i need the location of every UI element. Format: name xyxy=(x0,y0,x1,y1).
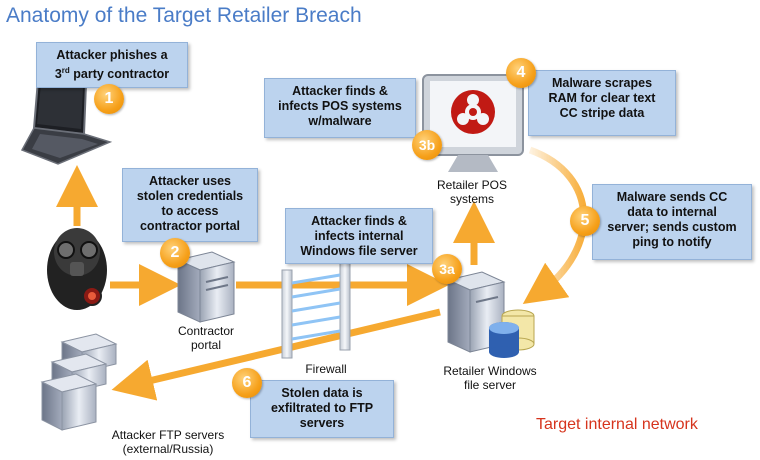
step-5-callout: Malware sends CC data to internal server… xyxy=(592,184,752,260)
monitor-biohazard-icon xyxy=(422,74,524,172)
contractor-label-line: Contractor xyxy=(177,324,235,338)
step-2-line: stolen credentials xyxy=(136,189,244,203)
step-1-text-a: Attacker phishes a xyxy=(56,48,168,62)
step-3b-line: Attacker finds & xyxy=(292,84,388,98)
attacker-gasmask-icon xyxy=(47,228,107,310)
step-6-line: servers xyxy=(299,416,345,430)
firewall-label: Firewall xyxy=(305,362,347,376)
fileserver-label-line: Retailer Windows xyxy=(443,364,537,378)
step-3b-badge: 3b xyxy=(412,130,442,160)
ftp-label: Attacker FTP servers (external/Russia) xyxy=(100,428,236,456)
ftp-label-line: Attacker FTP servers xyxy=(111,428,225,442)
step-5-line: ping to notify xyxy=(632,235,712,249)
pos-label-line: Retailer POS xyxy=(436,178,508,192)
ftp-server-icon xyxy=(40,333,118,431)
database-icon xyxy=(489,309,535,358)
step-1-badge: 1 xyxy=(94,84,124,114)
step-6-badge: 6 xyxy=(232,368,262,398)
pos-label: Retailer POS systems xyxy=(416,178,528,206)
step-5-line: server; sends custom xyxy=(607,220,737,234)
step-1-text-b: 3rd party contractor xyxy=(43,63,181,82)
step-1-ordinal: 3 xyxy=(54,67,62,82)
step-2-callout: Attacker uses stolen credentials to acce… xyxy=(122,168,258,242)
step-4-badge: 4 xyxy=(506,58,536,88)
step-3a-line: infects internal xyxy=(314,229,404,243)
step-3a-callout: Attacker finds & infects internal Window… xyxy=(285,208,433,264)
step-6-callout: Stolen data is exfiltrated to FTP server… xyxy=(250,380,394,438)
contractor-server-icon xyxy=(176,251,236,323)
step-3a-line: Windows file server xyxy=(300,244,418,258)
step-4-line: CC stripe data xyxy=(559,106,645,120)
step-4-callout: Malware scrapes RAM for clear text CC st… xyxy=(528,70,676,136)
step-5-line: data to internal xyxy=(627,205,717,219)
step-3a-line: Attacker finds & xyxy=(311,214,407,228)
step-5-badge: 5 xyxy=(570,206,600,236)
step-3a-badge: 3a xyxy=(432,254,462,284)
step-3b-callout: Attacker finds & infects POS systems w/m… xyxy=(264,78,416,138)
step-1-callout: Attacker phishes a 3rd party contractor xyxy=(36,42,188,88)
step-6-line: Stolen data is xyxy=(281,386,363,400)
laptop-icon xyxy=(20,78,113,165)
step-1-ordinal-suffix: rd xyxy=(61,66,70,75)
step-5-line: Malware sends CC xyxy=(616,190,728,204)
step-6-line: exfiltrated to FTP xyxy=(270,401,374,415)
contractor-label: Contractor portal xyxy=(166,324,246,352)
fileserver-label: Retailer Windows file server xyxy=(430,364,550,392)
pos-label-line: systems xyxy=(449,192,494,206)
fileserver-label-line: file server xyxy=(463,378,516,392)
step-2-badge: 2 xyxy=(160,238,190,268)
ftp-label-line: (external/Russia) xyxy=(122,442,214,456)
step-3b-line: infects POS systems xyxy=(278,99,402,113)
step-4-line: Malware scrapes xyxy=(551,76,653,90)
page-title: Anatomy of the Target Retailer Breach xyxy=(6,4,362,27)
step-2-line: contractor portal xyxy=(139,219,240,233)
contractor-label-line: portal xyxy=(190,338,222,352)
step-3b-line: w/malware xyxy=(308,114,372,128)
step-4-line: RAM for clear text xyxy=(548,91,656,105)
step-2-line: Attacker uses xyxy=(149,174,231,188)
step-1-rest: party contractor xyxy=(69,67,170,82)
network-label: Target internal network xyxy=(536,416,698,433)
step-2-line: to access xyxy=(161,204,219,218)
